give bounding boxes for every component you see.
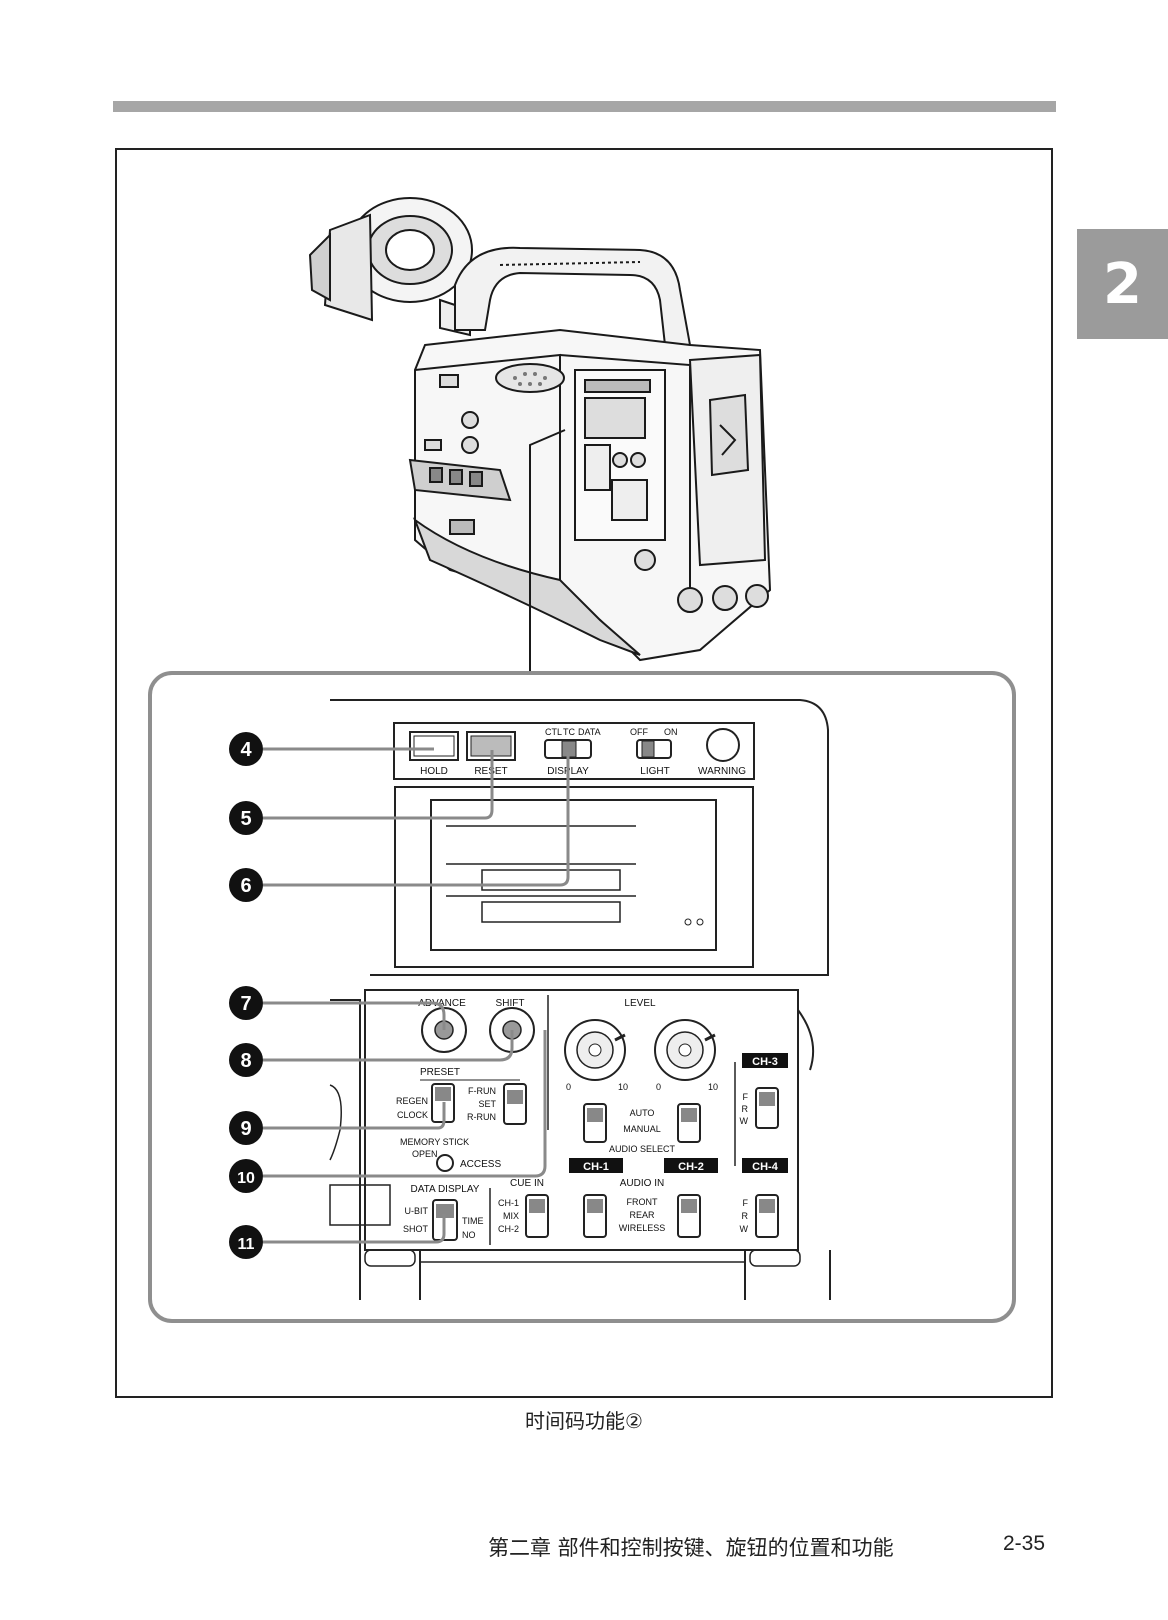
- svg-text:4: 4: [240, 739, 252, 761]
- access-label: ACCESS: [460, 1159, 501, 1170]
- warning-lamp: [706, 728, 740, 762]
- memory-stick-label: MEMORY STICK: [400, 1137, 469, 1147]
- svg-text:MIX: MIX: [503, 1211, 519, 1221]
- svg-text:W: W: [740, 1224, 749, 1234]
- svg-text:F: F: [743, 1198, 749, 1208]
- regen-label: REGEN: [396, 1096, 428, 1106]
- lcd-screen: [430, 799, 717, 951]
- light-option-on: ON: [664, 727, 678, 737]
- hold-label: HOLD: [420, 766, 448, 777]
- svg-text:CH-1: CH-1: [583, 1161, 609, 1173]
- f-run-label: F-RUN: [468, 1086, 496, 1096]
- audio-in-label: AUDIO IN: [620, 1178, 664, 1189]
- svg-text:WIRELESS: WIRELESS: [619, 1223, 666, 1233]
- viewfinder: [308, 197, 473, 337]
- camcorder-drawing: [308, 197, 772, 662]
- advance-label: ADVANCE: [418, 998, 466, 1009]
- svg-text:11: 11: [238, 1236, 255, 1253]
- auto-label: AUTO: [630, 1108, 655, 1118]
- ch4-badge: [742, 1158, 788, 1173]
- data-display-label: DATA DISPLAY: [411, 1184, 480, 1195]
- dial2-max: 10: [708, 1082, 718, 1092]
- callout-8: 8: [229, 1043, 263, 1077]
- warning-label: WARNING: [698, 766, 746, 777]
- svg-text:6: 6: [240, 875, 251, 897]
- footer-chapter-title: 第二章 部件和控制按键、旋钮的位置和功能: [488, 1536, 894, 1560]
- figure-frame: [115, 148, 1053, 1398]
- svg-text:CH-3: CH-3: [752, 1056, 778, 1068]
- svg-text:F: F: [743, 1092, 749, 1102]
- callout-leaders: [263, 747, 570, 1244]
- svg-text:7: 7: [240, 993, 251, 1015]
- lcd-bezel: [394, 786, 754, 968]
- light-label: LIGHT: [640, 766, 669, 777]
- shift-label: SHIFT: [496, 998, 525, 1009]
- shot-label: SHOT: [403, 1224, 429, 1234]
- header-rule: [113, 101, 1056, 112]
- open-label: OPEN: [412, 1149, 438, 1159]
- display-option-ctl: CTL: [545, 727, 562, 737]
- callout-10: 10: [229, 1159, 263, 1193]
- svg-text:R: R: [742, 1211, 749, 1221]
- display-option-data: DATA: [578, 727, 601, 737]
- access-lamp: [436, 1154, 454, 1172]
- level-dial-2: [654, 1019, 716, 1081]
- hold-button: [409, 731, 459, 761]
- detail-frame: [148, 671, 1016, 1323]
- r-run-label: R-RUN: [467, 1112, 496, 1122]
- svg-text:9: 9: [240, 1118, 251, 1140]
- level-dial-1: [564, 1019, 626, 1081]
- display-option-tc: TC: [563, 727, 575, 737]
- ch3-badge: [742, 1053, 788, 1068]
- audio-select-label: AUDIO SELECT: [609, 1144, 676, 1154]
- light-option-off: OFF: [630, 727, 648, 737]
- preset-label: PRESET: [420, 1067, 460, 1078]
- svg-text:CH-1: CH-1: [498, 1198, 519, 1208]
- callout-11: 11: [229, 1225, 263, 1259]
- manual-label: MANUAL: [623, 1124, 661, 1134]
- callout-9: 9: [229, 1111, 263, 1145]
- dial2-min: 0: [656, 1082, 661, 1092]
- svg-text:W: W: [740, 1116, 749, 1126]
- cue-in-label: CUE IN: [510, 1178, 544, 1189]
- callout-6: 6: [229, 868, 263, 902]
- callout-4: 4: [229, 732, 263, 766]
- u-bit-label: U-BIT: [405, 1206, 429, 1216]
- chapter-tab: 2: [1077, 229, 1168, 339]
- svg-text:5: 5: [240, 808, 251, 830]
- dial1-min: 0: [566, 1082, 571, 1092]
- svg-text:CH-4: CH-4: [752, 1161, 779, 1173]
- figure-caption: 时间码功能②: [525, 1409, 643, 1433]
- svg-text:10: 10: [237, 1170, 255, 1187]
- time-label: TIME: [462, 1216, 484, 1226]
- ch1-badge: [569, 1158, 623, 1173]
- callout-7: 7: [229, 986, 263, 1020]
- set-label: SET: [478, 1099, 496, 1109]
- svg-text:CH-2: CH-2: [498, 1224, 519, 1234]
- level-label: LEVEL: [624, 998, 656, 1009]
- svg-text:8: 8: [240, 1050, 251, 1072]
- carry-handle: [454, 246, 692, 346]
- svg-text:REAR: REAR: [629, 1210, 655, 1220]
- page-number: 2-35: [1003, 1532, 1046, 1555]
- svg-text:R: R: [742, 1104, 749, 1114]
- clock-label: CLOCK: [397, 1110, 428, 1120]
- lower-panel: [364, 989, 799, 1251]
- dial1-max: 10: [618, 1082, 628, 1092]
- ch2-badge: [664, 1158, 718, 1173]
- callout-5: 5: [229, 801, 263, 835]
- svg-text:FRONT: FRONT: [627, 1197, 658, 1207]
- top-button-strip: [393, 722, 755, 780]
- no-label: NO: [462, 1230, 476, 1240]
- svg-text:CH-2: CH-2: [678, 1161, 704, 1173]
